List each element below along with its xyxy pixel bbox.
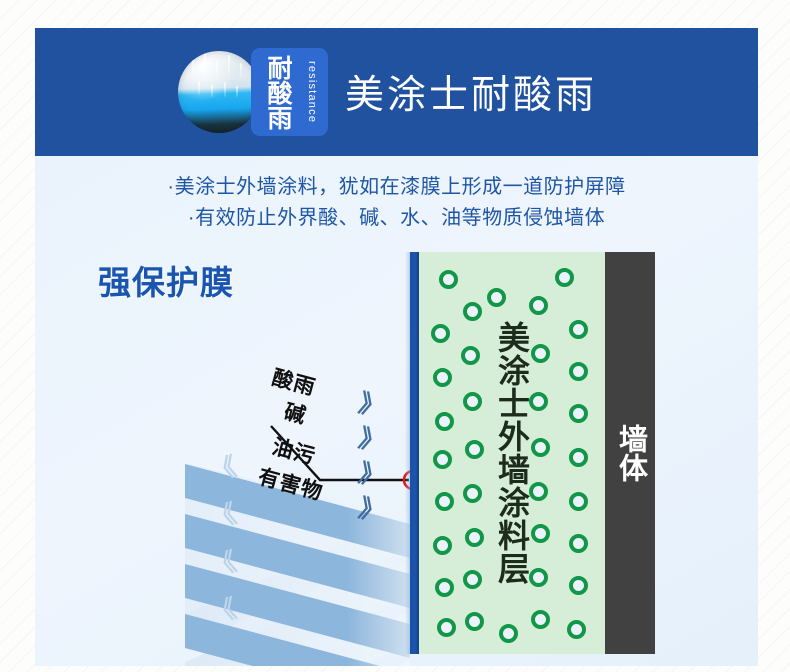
subtitle-line-2: ·有效防止外界酸、碱、水、油等物质侵蚀墙体 <box>187 207 606 229</box>
diagram-graphics <box>185 425 424 666</box>
protection-diagram: 强保护膜 酸雨 》 碱 》 油污 》 有害物 》 《 《 《 《 美涂士外墙涂料… <box>35 248 758 666</box>
content-panel: ·美涂士外墙涂料，犹如在漆膜上形成一道防护屏障 ·有效防止外界酸、碱、水、油等物… <box>35 156 758 666</box>
callout-leader-line <box>270 425 409 482</box>
product-badge: 耐酸雨 resistance <box>178 48 328 136</box>
header-banner: 耐酸雨 resistance 美涂士耐酸雨 <box>35 28 758 156</box>
strong-film-callout: 强保护膜 <box>98 264 234 301</box>
badge-en-label: resistance <box>306 60 318 124</box>
wall-panel: 墙体 <box>605 252 655 654</box>
subtitle-block: ·美涂士外墙涂料，犹如在漆膜上形成一道防护屏障 ·有效防止外界酸、碱、水、油等物… <box>35 172 758 234</box>
attack-bars <box>185 464 410 666</box>
protective-film-layer <box>410 252 419 654</box>
wall-label: 墙体 <box>614 424 647 482</box>
page-title: 美涂士耐酸雨 <box>345 74 598 117</box>
rain-on-surface-icon <box>178 51 260 133</box>
badge-cn-label: 耐酸雨 <box>264 54 292 130</box>
coating-layer-panel: 美涂士外墙涂料层 <box>419 252 605 654</box>
film-glow <box>405 252 410 654</box>
subtitle-line-1: ·美涂士外墙涂料，犹如在漆膜上形成一道防护屏障 <box>167 176 626 198</box>
coating-layer-label: 美涂士外墙涂料层 <box>494 321 530 585</box>
badge-chip: 耐酸雨 resistance <box>251 48 328 136</box>
